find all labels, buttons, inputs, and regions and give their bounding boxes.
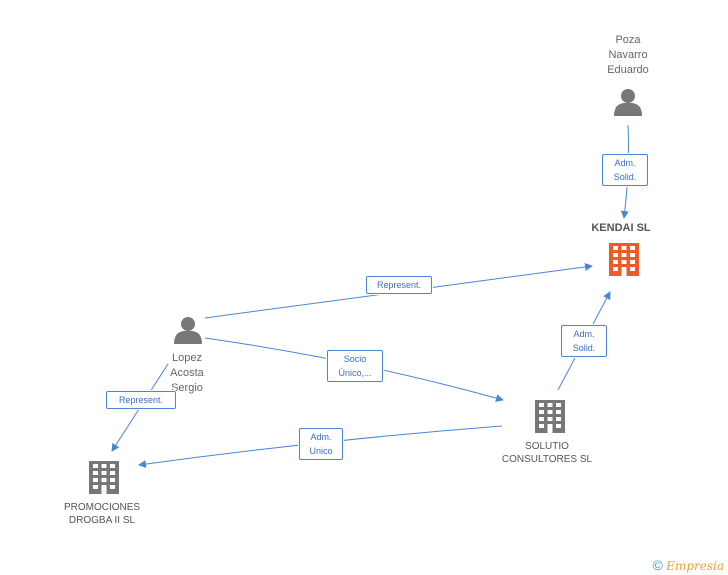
edge-label-lopez-kendai: Represent. — [366, 276, 432, 294]
building-icon[interactable] — [609, 243, 639, 276]
brand-footer[interactable]: © Empresia — [653, 557, 725, 573]
edge-label-poza-kendai: Adm. Solid. — [602, 154, 648, 186]
person-label-lopez[interactable]: Lopez Acosta Sergio — [170, 352, 204, 394]
building-icon[interactable] — [89, 461, 119, 494]
edge-label-lopez-promociones: Represent. — [106, 391, 176, 409]
person-icon[interactable] — [614, 89, 642, 116]
company-label-kendai[interactable]: KENDAI SL — [591, 222, 651, 234]
company-label-solutio[interactable]: SOLUTIO CONSULTORES SL — [501, 441, 593, 465]
copyright-icon: © — [652, 557, 663, 573]
edge-label-solutio-promociones: Adm. Unico — [299, 428, 343, 460]
person-label-poza[interactable]: Poza Navarro Eduardo — [607, 34, 649, 76]
edge-label-lopez-solutio: Socio Único,... — [327, 350, 383, 382]
building-icon[interactable] — [535, 400, 565, 433]
edge-label-solutio-kendai: Adm. Solid. — [561, 325, 607, 357]
brand-logo: Empresia — [666, 559, 724, 573]
company-label-promociones[interactable]: PROMOCIONES DROGBA II SL — [63, 502, 141, 526]
person-icon[interactable] — [174, 317, 202, 344]
